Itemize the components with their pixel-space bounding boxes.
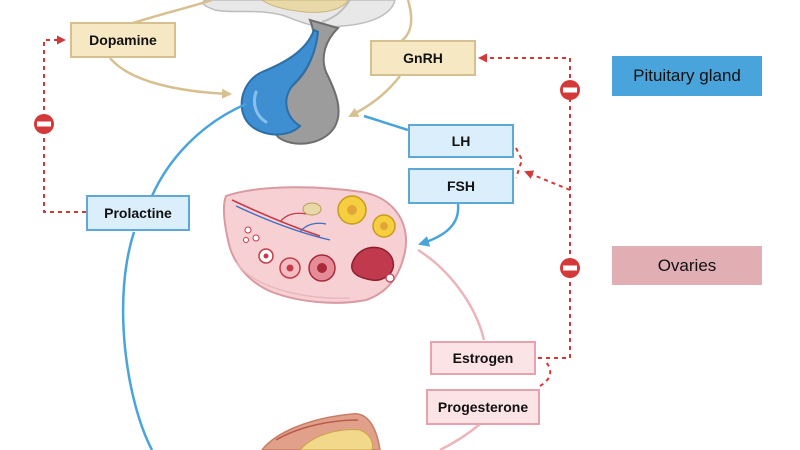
prolactine-to-breast-line (121, 231, 154, 450)
fsh-to-ovary-arrow (418, 203, 460, 247)
pituitary-to-lh-line (363, 114, 409, 132)
legend-pituitary-gland: Pituitary gland (612, 56, 762, 96)
hypothalamus-to-gnrh-line (399, 0, 413, 44)
progesterone-label: Progesterone (426, 389, 540, 425)
mammary-tissue-illustration (261, 413, 381, 450)
lh-label: LH (408, 124, 514, 158)
ovary-illustration (222, 186, 407, 304)
legend-ovaries: Ovaries (612, 246, 762, 285)
pituitary-gland-illustration (240, 18, 340, 145)
dopamine-label: Dopamine (70, 22, 176, 58)
fsh-label: FSH (408, 168, 514, 204)
prolactine-label: Prolactine (86, 195, 190, 231)
inhibition-symbol (34, 114, 54, 134)
hypothalamus-to-dopamine-line (129, 0, 213, 26)
hypothalamus-illustration (202, 0, 396, 28)
gnrh-to-pituitary-arrow (348, 75, 401, 118)
progesterone-to-uterus-line (439, 423, 481, 450)
gnrh-label: GnRH (370, 40, 476, 76)
estrogen-label: Estrogen (430, 341, 536, 375)
inhibition-symbol (560, 80, 580, 100)
pituitary-to-prolactine-line (150, 102, 247, 197)
dopamine-to-pituitary-arrow (109, 57, 232, 99)
inhibition-symbol (560, 258, 580, 278)
ovary-to-estrogen-line (417, 248, 486, 341)
